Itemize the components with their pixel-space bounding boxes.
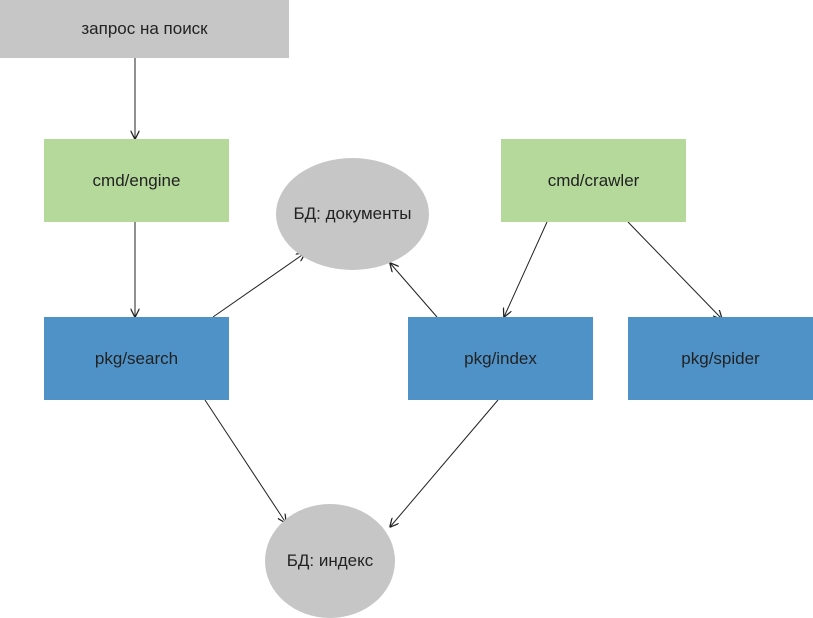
- edge-pkg-index-to-db-documents: [390, 263, 438, 318]
- node-cmd-engine-label: cmd/engine: [92, 170, 181, 190]
- edge-cmd-crawler-to-pkg-spider: [627, 221, 722, 319]
- node-pkg-spider-label: pkg/spider: [681, 348, 760, 368]
- edge-pkg-index-to-db-index: [390, 399, 499, 527]
- node-pkg-search: pkg/search: [44, 317, 229, 400]
- node-cmd-engine: cmd/engine: [44, 139, 229, 222]
- edge-pkg-search-to-db-documents: [212, 253, 305, 318]
- node-query: запрос на поиск: [0, 0, 289, 58]
- node-pkg-index: pkg/index: [408, 317, 593, 400]
- node-db-index-label: БД: индекс: [286, 551, 374, 570]
- node-query-label: запрос на поиск: [81, 19, 208, 38]
- node-pkg-search-label: pkg/search: [94, 348, 179, 368]
- edge-pkg-search-to-db-index: [204, 399, 286, 523]
- node-db-documents: БД: документы: [276, 158, 429, 270]
- node-cmd-crawler: cmd/crawler: [501, 139, 686, 222]
- node-db-index: БД: индекс: [265, 504, 395, 618]
- node-pkg-spider: pkg/spider: [628, 317, 813, 400]
- edge-cmd-crawler-to-pkg-index: [504, 221, 548, 317]
- node-db-documents-label: БД: документы: [293, 204, 412, 223]
- node-cmd-crawler-label: cmd/crawler: [547, 170, 640, 190]
- node-pkg-index-label: pkg/index: [464, 348, 537, 368]
